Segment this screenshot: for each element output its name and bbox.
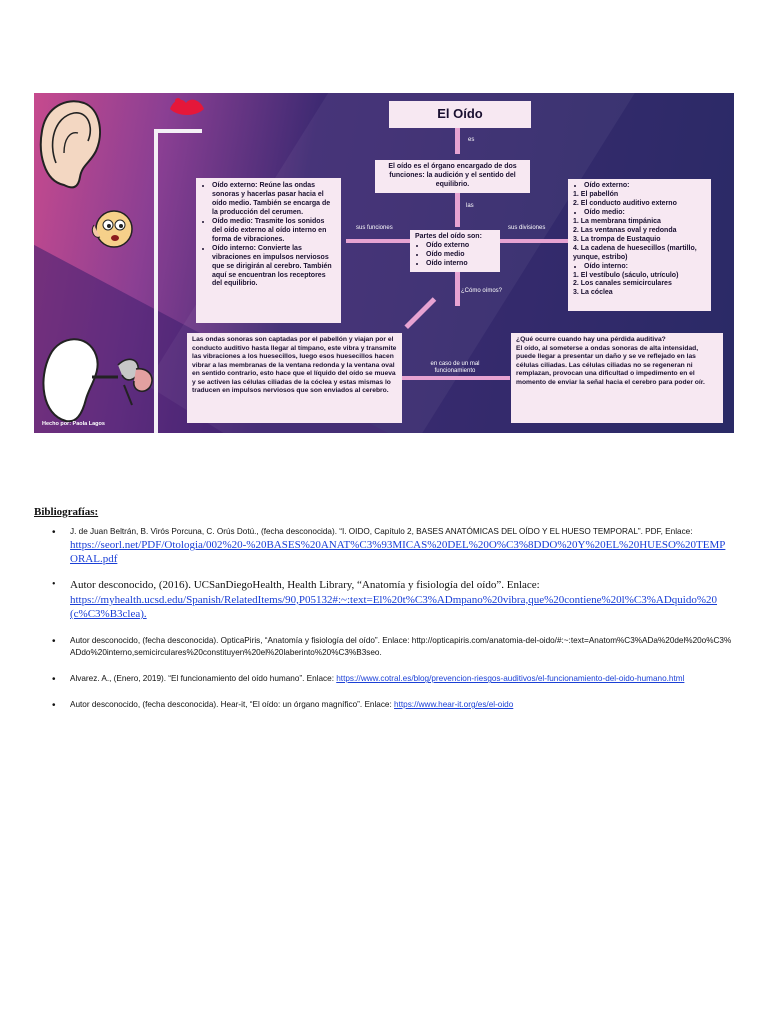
label-en-caso: en caso de un mal funcionamiento <box>430 361 480 375</box>
bibliography-text: Alvarez. A., (Enero, 2019). “El funciona… <box>70 674 334 684</box>
division-heading-externo: Oído externo: <box>584 182 706 191</box>
poster-title: El Oído <box>389 101 531 128</box>
label-sus-divisiones: sus divisiones <box>508 225 546 231</box>
function-item: Oído externo: Reúne las ondas sonoras y … <box>212 182 336 218</box>
function-item: Oído medio: Trasmite los sonidos del oíd… <box>212 218 336 245</box>
bibliography-link[interactable]: https://myhealth.ucsd.edu/Spanish/Relate… <box>70 593 718 621</box>
outer-ear-icon <box>39 100 101 189</box>
bibliography-link[interactable]: https://www.cotral.es/blog/prevencion-ri… <box>336 674 685 684</box>
division-item: 3. La trompa de Eustaquio <box>573 235 661 243</box>
arrow-parts-to-how <box>455 272 460 306</box>
definition-box: El oído es el órgano encargado de dos fu… <box>375 160 530 193</box>
bibliography-item: Autor desconocido, (2016). UCSanDiegoHea… <box>52 578 732 621</box>
division-item: 1. El vestíbulo (sáculo, utrículo) <box>573 271 679 279</box>
arrow-definition-to-parts <box>455 193 460 227</box>
frame-line-horizontal <box>154 129 202 133</box>
label-como-oimos: ¿Cómo oímos? <box>461 288 503 294</box>
frame-line-vertical <box>154 131 158 433</box>
bibliography-text: Autor desconocido, (fecha desconocida). … <box>70 636 732 658</box>
bibliography-list: J. de Juan Beltrán, B. Virós Porcuna, C.… <box>52 526 732 713</box>
bibliography-title: Bibliografías: <box>34 506 99 518</box>
parts-item: Oído externo <box>426 242 495 251</box>
poster-credit: Hecho por: Paola Lagos <box>42 421 105 427</box>
division-item: 1. El pabellón <box>573 190 619 198</box>
label-sus-funciones: sus funciones <box>356 225 393 231</box>
listening-face-icon <box>91 210 133 248</box>
bibliography-link[interactable]: https://seorl.net/PDF/Otologia/002%20-%2… <box>70 538 726 566</box>
bibliography-link[interactable]: https://www.hear-it.org/es/el-oido <box>394 700 514 710</box>
division-heading-medio: Oído medio: <box>584 209 706 218</box>
division-item: 4. La cadena de huesecillos (martillo, y… <box>573 244 697 261</box>
bibliography-text: Autor desconocido, (2016). UCSanDiegoHea… <box>70 579 540 592</box>
label-es: es <box>468 137 475 143</box>
bibliography-item: J. de Juan Beltrán, B. Virós Porcuna, C.… <box>52 526 732 566</box>
division-item: 1. La membrana timpánica <box>573 217 661 225</box>
parts-item: Oído medio <box>426 251 495 260</box>
arrow-parts-to-divisions <box>500 239 568 243</box>
parts-box: Partes del oído son: Oído externo Oído m… <box>410 230 500 272</box>
inner-ear-icon <box>42 338 153 423</box>
hearing-loss-box: ¿Qué ocurre cuando hay una pérdida audit… <box>511 333 723 423</box>
bibliography-item: Autor desconocido, (fecha desconocida). … <box>52 635 732 659</box>
bibliography-item: Autor desconocido, (fecha desconocida). … <box>52 699 732 713</box>
arrow-parts-to-functions <box>346 239 410 243</box>
bibliography-item: Alvarez. A., (Enero, 2019). “El funciona… <box>52 673 732 687</box>
divisions-box: Oído externo: 1. El pabellón 2. El condu… <box>568 179 711 311</box>
label-las: las <box>466 203 474 209</box>
hearing-loss-question: ¿Qué ocurre cuando hay una pérdida audit… <box>516 336 666 343</box>
division-item: 2. El conducto auditivo externo <box>573 199 677 207</box>
division-item: 3. La cóclea <box>573 289 613 297</box>
parts-item: Oído interno <box>426 260 495 269</box>
bibliography-text: Autor desconocido, (fecha desconocida). … <box>70 700 392 710</box>
bibliography-text: J. de Juan Beltrán, B. Virós Porcuna, C.… <box>70 527 693 536</box>
ear-infographic: El Oído es El oído es el órgano encargad… <box>34 93 734 433</box>
division-heading-interno: Oído interno: <box>584 263 706 272</box>
hearing-loss-text: El oído, al someterse a ondas sonoras de… <box>516 344 705 386</box>
arrow-how-to-loss <box>402 376 510 380</box>
division-item: 2. Los canales semicirculares <box>573 280 672 288</box>
arrow-title-to-definition <box>455 128 460 154</box>
functions-box: Oído externo: Reúne las ondas sonoras y … <box>196 178 341 323</box>
red-shape-icon <box>170 98 204 115</box>
function-item: Oído interno: Convierte las vibraciones … <box>212 245 336 290</box>
parts-heading: Partes del oído son: <box>415 233 482 240</box>
how-we-hear-box: Las ondas sonoras son captadas por el pa… <box>187 333 402 423</box>
division-item: 2. Las ventanas oval y redonda <box>573 226 677 234</box>
